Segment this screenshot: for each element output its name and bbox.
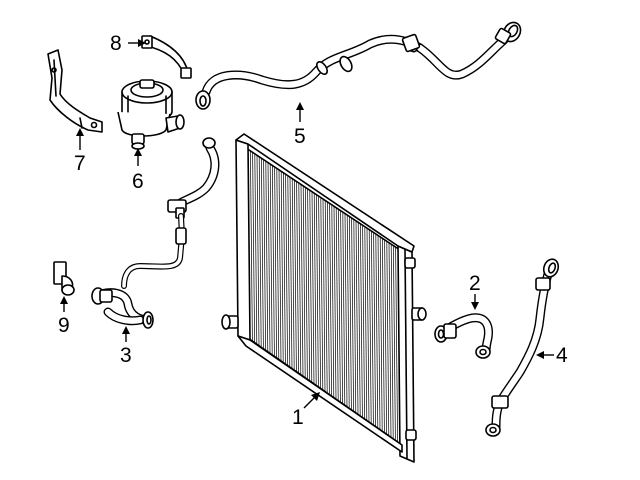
radiator-fin-line — [340, 210, 343, 404]
callout-2: 2 — [469, 272, 481, 310]
radiator-fin-line — [250, 150, 253, 342]
radiator-fin-line — [331, 204, 335, 398]
radiator-fin-line — [364, 226, 368, 421]
radiator-fin-line — [351, 217, 354, 412]
radiator-fin-line — [258, 156, 262, 348]
radiator-fin-line — [386, 241, 390, 436]
radiator-fin-line — [357, 222, 361, 416]
mounting-bracket[interactable] — [47, 49, 103, 133]
radiator-fin-line — [384, 239, 387, 435]
radiator-fin-line — [344, 213, 348, 407]
radiator-fin-line — [269, 164, 273, 355]
radiator-fin-line — [289, 177, 293, 369]
radiator-fin-line — [302, 185, 306, 378]
radiator-fin-line — [300, 184, 304, 377]
radiator-fin-line — [395, 247, 398, 442]
radiator-fin-line — [335, 207, 339, 401]
callout-label-7: 7 — [74, 152, 86, 175]
radiator-fin-line — [346, 215, 350, 409]
radiator-fin-line — [393, 245, 396, 441]
radiator-fin-line — [307, 188, 310, 381]
temperature-sensor[interactable] — [53, 261, 75, 296]
radiator-fin-line — [338, 209, 341, 403]
radiator-fin-line — [272, 165, 275, 357]
radiator-fin-line — [311, 191, 315, 384]
radiator-fin-line — [368, 229, 372, 424]
radiator-fin-line — [320, 197, 324, 390]
radiator-fin-line — [274, 166, 277, 358]
callout-4: 4 — [536, 344, 568, 367]
radiator-fins — [247, 149, 401, 444]
long-coolant-hose[interactable] — [485, 257, 561, 437]
radiator-fin-line — [283, 172, 286, 364]
callout-7: 7 — [74, 128, 86, 175]
pump-bracket[interactable] — [141, 35, 192, 79]
radiator-fin-line — [261, 158, 264, 349]
radiator-fin-line — [267, 162, 271, 354]
radiator-fin-line — [360, 223, 363, 418]
radiator-fin-line — [278, 169, 282, 361]
coolant-hose-assembly[interactable] — [91, 137, 220, 329]
radiator-fin-line — [254, 153, 258, 345]
radiator-fin-line — [316, 194, 319, 387]
callout-6: 6 — [132, 148, 144, 193]
radiator-fin-line — [298, 182, 302, 375]
callout-label-9: 9 — [58, 314, 70, 337]
callout-3: 3 — [120, 326, 132, 367]
radiator[interactable] — [221, 133, 427, 463]
radiator-fin-line — [366, 228, 370, 423]
callout-9: 9 — [58, 296, 70, 337]
radiator-fin-line — [362, 225, 365, 420]
radiator-fin-line — [252, 152, 255, 343]
callout-label-4: 4 — [556, 344, 568, 367]
radiator-fin-line — [349, 216, 352, 410]
callout-5: 5 — [294, 102, 306, 148]
radiator-fin-line — [353, 219, 357, 413]
callout-label-6: 6 — [132, 170, 144, 193]
radiator-fin-line — [327, 201, 330, 395]
radiator-fin-line — [388, 242, 392, 438]
radiator-fin-line — [256, 155, 260, 346]
callout-label-8: 8 — [110, 32, 122, 55]
radiator-fin-line — [333, 206, 337, 400]
radiator-fin-line — [309, 190, 313, 383]
radiator-fin-line — [390, 244, 394, 439]
radiator-fin-line — [329, 203, 332, 397]
radiator-fin-line — [379, 236, 383, 432]
callout-label-3: 3 — [120, 344, 132, 367]
radiator-fin-line — [373, 232, 376, 427]
radiator-fin-line — [322, 198, 326, 392]
radiator-fin-line — [318, 196, 321, 389]
callout-label-1: 1 — [292, 406, 304, 429]
radiator-fin-line — [263, 159, 266, 351]
callout-label-5: 5 — [294, 125, 306, 148]
callout-1: 1 — [292, 392, 320, 429]
radiator-fin-line — [265, 161, 269, 352]
radiator-fin-line — [285, 174, 288, 366]
radiator-fin-line — [355, 220, 359, 415]
radiator-fin-line — [291, 178, 295, 371]
radiator-fin-line — [305, 187, 308, 380]
radiator-fin-line — [324, 200, 328, 394]
callout-label-2: 2 — [469, 272, 481, 295]
radiator-fin-line — [276, 168, 280, 360]
radiator-fin-line — [296, 181, 299, 374]
callout-8: 8 — [110, 32, 146, 55]
upper-hose[interactable] — [195, 19, 524, 110]
radiator-fin-line — [287, 175, 291, 368]
radiator-fin-line — [382, 238, 385, 433]
radiator-fin-line — [342, 212, 346, 406]
radiator-fin-line — [313, 193, 317, 386]
radiator-fin-line — [280, 171, 284, 363]
radiator-fin-line — [377, 235, 381, 430]
radiator-fin-line — [294, 180, 297, 372]
water-pump[interactable] — [117, 79, 185, 150]
short-coolant-hose[interactable] — [434, 313, 493, 359]
radiator-fin-line — [371, 231, 374, 426]
radiator-fin-line — [375, 233, 379, 429]
